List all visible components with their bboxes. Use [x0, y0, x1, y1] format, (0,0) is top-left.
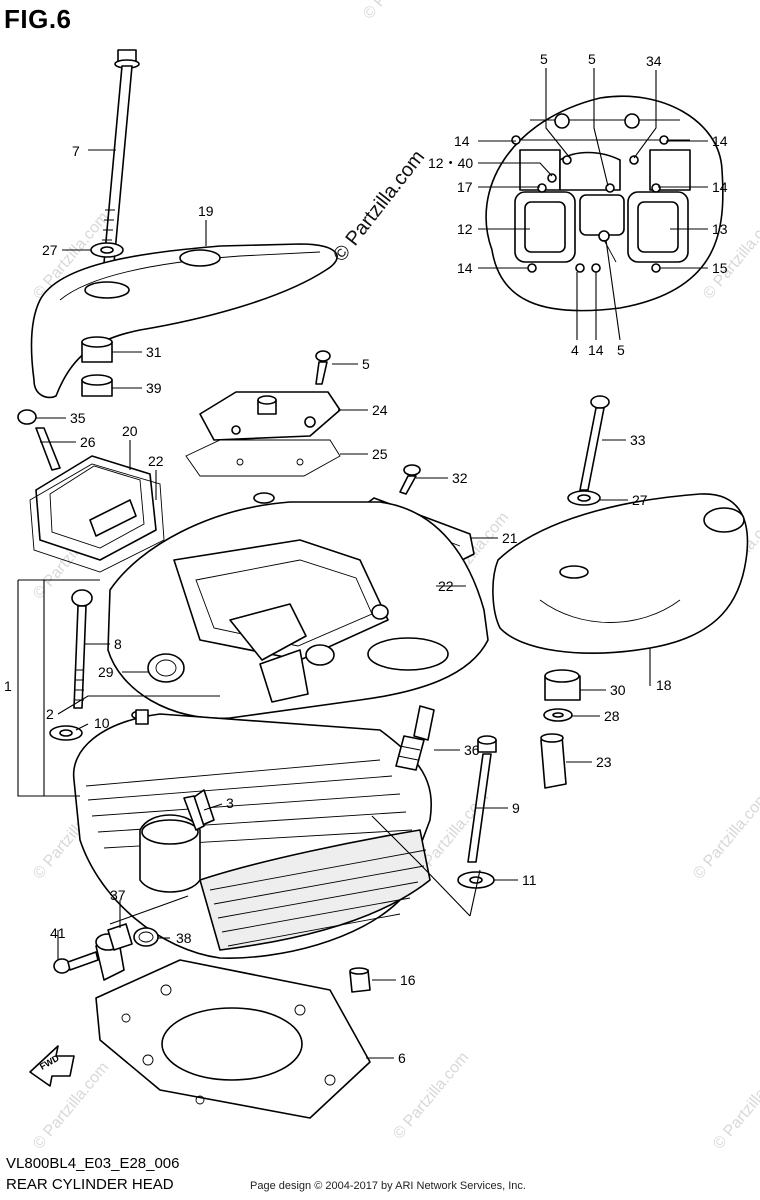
bolt-35-26	[17, 409, 61, 471]
spark-plug-36	[395, 705, 435, 771]
callout-label: 22	[148, 453, 164, 469]
main-callouts: 7 19 27 31 39 35 26 20 22 5 24 25 32 21 …	[4, 143, 672, 1066]
inset-leaders	[478, 68, 708, 341]
callout-label: 12	[457, 221, 473, 237]
callout-label: 36	[464, 742, 480, 758]
callout-label: 24	[372, 402, 388, 418]
valve-cover-24	[199, 391, 341, 441]
callout-label: 27	[42, 242, 58, 258]
callout-label: 34	[646, 53, 662, 69]
callout-label: 14	[457, 260, 473, 276]
grommets-31-39	[81, 336, 113, 397]
callout-label: 21	[502, 530, 518, 546]
callout-label: 19	[198, 203, 214, 219]
faint-watermark: © Partzilla.com	[690, 789, 760, 883]
cover-20	[35, 455, 157, 561]
callout-label: 5	[540, 51, 548, 67]
copyright-notice: Page design © 2004-2017 by ARI Network S…	[250, 1180, 526, 1192]
washer-28	[543, 708, 573, 722]
callout-label: 5	[362, 356, 370, 372]
callout-label: 28	[604, 708, 620, 724]
side-cover-19	[30, 243, 338, 399]
callout-label: 5	[588, 51, 596, 67]
callout-label: 1	[4, 678, 12, 694]
bolt-32	[399, 464, 421, 495]
washer-11	[457, 871, 495, 889]
bolt-41	[53, 951, 99, 974]
figure-title: FIG.6	[4, 4, 72, 34]
cover-plate-inset	[485, 95, 724, 312]
callout-label: 10	[94, 715, 110, 731]
part-name: REAR CYLINDER HEAD	[6, 1176, 174, 1193]
callout-label: 33	[630, 432, 646, 448]
callout-label: 2	[46, 706, 54, 722]
callout-label: 13	[712, 221, 728, 237]
callout-label: 12・40	[428, 155, 473, 171]
callout-label: 31	[146, 344, 162, 360]
faint-watermark: © Partzilla.com	[710, 1059, 760, 1153]
callout-label: 9	[512, 800, 520, 816]
callout-label: 8	[114, 636, 122, 652]
side-cover-18	[492, 493, 749, 654]
callout-label: 4	[571, 342, 579, 358]
callout-label: 27	[632, 492, 648, 508]
washer-27-left	[90, 242, 124, 258]
grommet-30	[544, 669, 581, 701]
inset-callouts: 5 5 34 14 14 12・40 17 14 12 13 14 15 4 1…	[428, 51, 728, 358]
fitting-37	[95, 923, 133, 981]
callout-label: 6	[398, 1050, 406, 1066]
leader-lines	[17, 149, 651, 1059]
callout-label: 26	[80, 434, 96, 450]
callout-label: 29	[98, 664, 114, 680]
callout-label: 17	[457, 179, 473, 195]
callout-label: 32	[452, 470, 468, 486]
washer-10	[49, 725, 83, 741]
callout-label: 14	[712, 133, 728, 149]
stud-3	[183, 795, 205, 831]
bolt-33	[579, 395, 610, 491]
callout-label: 14	[454, 133, 470, 149]
callout-label: 15	[712, 260, 728, 276]
dowel-16	[349, 967, 371, 993]
callout-label: 5	[617, 342, 625, 358]
collar-23	[540, 733, 567, 789]
callout-label: 18	[656, 677, 672, 693]
callout-label: 23	[596, 754, 612, 770]
gasket-25	[185, 439, 341, 477]
fwd-arrow-icon: FWD	[29, 1045, 75, 1087]
callout-label: 7	[72, 143, 80, 159]
gasket-22-left	[29, 463, 165, 573]
callout-label: 37	[110, 887, 126, 903]
callout-label: 22	[438, 578, 454, 594]
plug-29	[147, 653, 185, 683]
callout-label: 41	[50, 925, 66, 941]
callout-label: 14	[712, 179, 728, 195]
washer-27-right	[567, 490, 601, 506]
diagram-code: VL800BL4_E03_E28_006	[6, 1155, 180, 1172]
bolt-8	[71, 589, 93, 709]
callout-label: 11	[522, 872, 537, 888]
callout-label: 35	[70, 410, 86, 426]
callout-label: 25	[372, 446, 388, 462]
callout-label: 38	[176, 930, 192, 946]
o-ring-38	[133, 927, 159, 947]
callout-label: 14	[588, 342, 604, 358]
callout-label: 20	[122, 423, 138, 439]
faint-watermark: © Partzilla.com	[360, 0, 442, 23]
callout-label: 39	[146, 380, 162, 396]
head-gasket-6	[95, 959, 371, 1119]
bolt-5-top	[315, 350, 331, 385]
callout-label: 16	[400, 972, 416, 988]
callout-label: 30	[610, 682, 626, 698]
callout-label: 3	[226, 795, 234, 811]
cylinder-head-assembly	[72, 492, 489, 959]
